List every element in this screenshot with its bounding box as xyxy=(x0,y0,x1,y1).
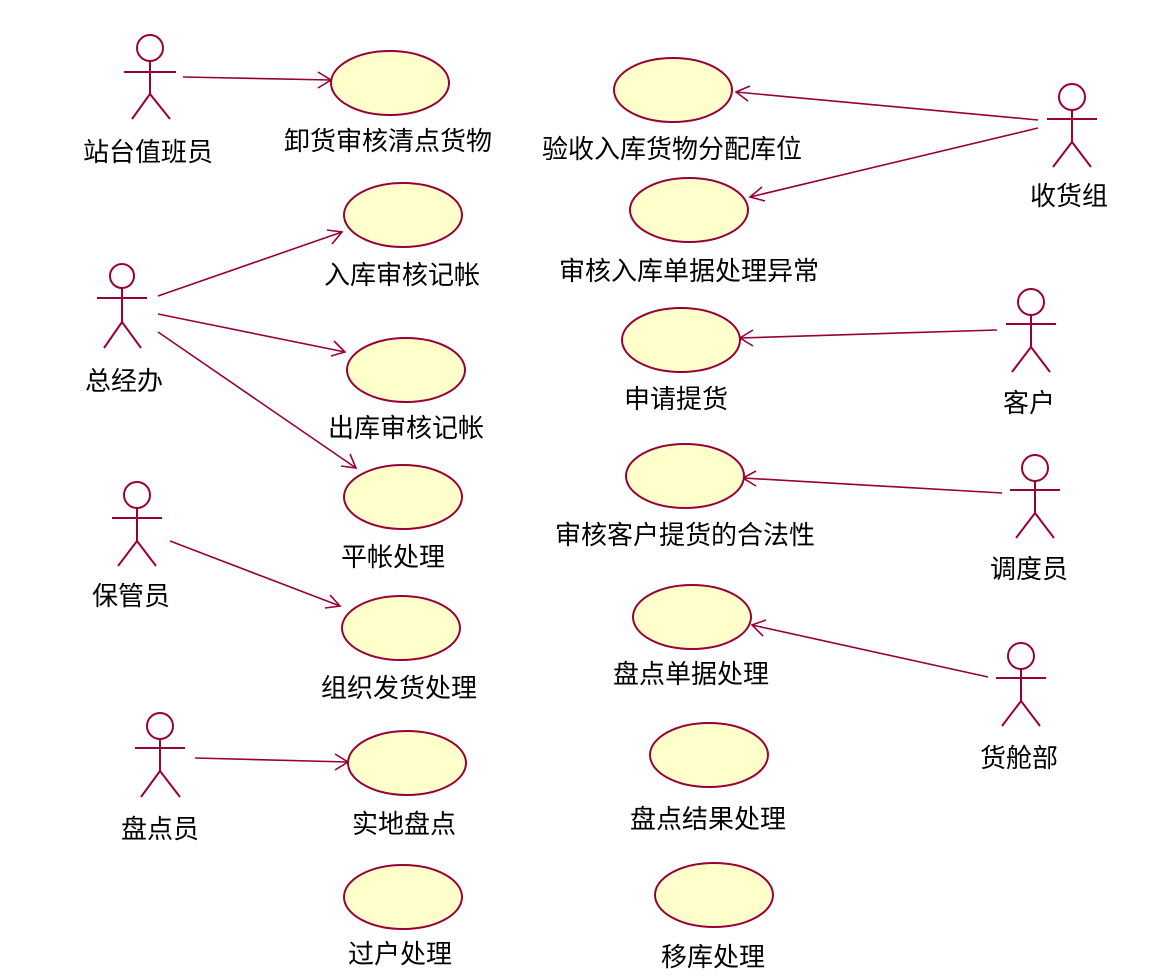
association-receiving-audit-inbound-docs xyxy=(748,127,1039,202)
association-cargo-hold-count-documents xyxy=(750,619,989,678)
use-case-label: 盘点单据处理 xyxy=(613,660,769,690)
use-case-label: 移库处理 xyxy=(661,943,765,973)
use-case-label: 盘点结果处理 xyxy=(630,805,786,835)
use-case-transfer-ownership[interactable]: 过户处理 xyxy=(343,864,463,970)
actor-station-attendant[interactable]: 站台值班员 xyxy=(83,34,213,168)
use-case-label: 实地盘点 xyxy=(352,810,456,840)
associations xyxy=(157,71,1039,771)
use-case-label: 卸货审核清点货物 xyxy=(284,127,492,157)
actor-label: 收货组 xyxy=(1030,182,1108,212)
association-customer-request-pickup xyxy=(738,329,998,347)
actor-label: 盘点员 xyxy=(121,815,199,845)
actor-label: 货舱部 xyxy=(980,744,1058,774)
actor-custodian[interactable]: 保管员 xyxy=(92,481,170,612)
use-case-audit-inbound-docs[interactable]: 审核入库单据处理异常 xyxy=(559,177,819,287)
use-case-label: 组织发货处理 xyxy=(321,674,477,704)
use-case-count-documents[interactable]: 盘点单据处理 xyxy=(613,584,769,690)
association-custodian-organize-shipping xyxy=(169,540,342,609)
use-case-count-results[interactable]: 盘点结果处理 xyxy=(630,722,786,835)
use-case-label: 入库审核记帐 xyxy=(324,261,480,291)
actor-receiving-group[interactable]: 收货组 xyxy=(1030,83,1108,212)
use-case-label: 审核客户提货的合法性 xyxy=(555,521,815,551)
association-station-attendant-unload-audit xyxy=(182,71,333,89)
use-case-unload-audit[interactable]: 卸货审核清点货物 xyxy=(284,50,492,157)
use-case-label: 申请提货 xyxy=(624,385,728,415)
use-case-request-pickup[interactable]: 申请提货 xyxy=(621,307,741,415)
use-case-accept-allocate[interactable]: 验收入库货物分配库位 xyxy=(542,57,802,165)
use-case-label: 审核入库单据处理异常 xyxy=(559,257,819,287)
actor-general-office[interactable]: 总经办 xyxy=(85,263,163,397)
association-general-office-inbound-bookkeeping xyxy=(157,229,344,297)
use-case-label: 过户处理 xyxy=(348,940,452,970)
association-receiving-accept-allocate xyxy=(734,85,1039,121)
use-case-relocate-stock[interactable]: 移库处理 xyxy=(654,862,774,973)
actor-customer[interactable]: 客户 xyxy=(1003,288,1056,419)
use-case-verify-pickup[interactable]: 审核客户提货的合法性 xyxy=(555,443,815,551)
actor-cargo-hold[interactable]: 货舱部 xyxy=(980,642,1058,774)
actor-label: 保管员 xyxy=(92,582,170,612)
use-case-label: 出库审核记帐 xyxy=(328,414,484,444)
use-case-organize-shipping[interactable]: 组织发货处理 xyxy=(321,595,477,704)
actor-label: 站台值班员 xyxy=(83,138,213,168)
association-dispatcher-verify-pickup xyxy=(741,470,1003,494)
use-case-inbound-bookkeeping[interactable]: 入库审核记帐 xyxy=(324,182,480,291)
use-case-physical-count[interactable]: 实地盘点 xyxy=(347,730,467,840)
actor-label: 客户 xyxy=(1003,389,1055,419)
actor-label: 总经办 xyxy=(85,367,163,397)
actor-label: 调度员 xyxy=(990,555,1068,585)
actor-dispatcher[interactable]: 调度员 xyxy=(990,454,1068,585)
use-case-balance-accounts[interactable]: 平帐处理 xyxy=(341,464,463,573)
association-general-office-balance-accounts xyxy=(157,331,358,469)
use-case-outbound-bookkeeping[interactable]: 出库审核记帐 xyxy=(328,337,484,444)
use-cases: 卸货审核清点货物 入库审核记帐 出库审核记帐 平帐处理 组织发货处理 实地盘点 … xyxy=(284,50,819,973)
use-case-label: 平帐处理 xyxy=(341,543,445,573)
association-counter-physical-count xyxy=(194,753,350,771)
actor-inventory-counter[interactable]: 盘点员 xyxy=(121,712,199,845)
use-case-label: 验收入库货物分配库位 xyxy=(542,135,802,165)
association-general-office-outbound-bookkeeping xyxy=(157,313,347,357)
actors: 站台值班员 总经办 保管员 盘点员 xyxy=(83,34,1108,845)
